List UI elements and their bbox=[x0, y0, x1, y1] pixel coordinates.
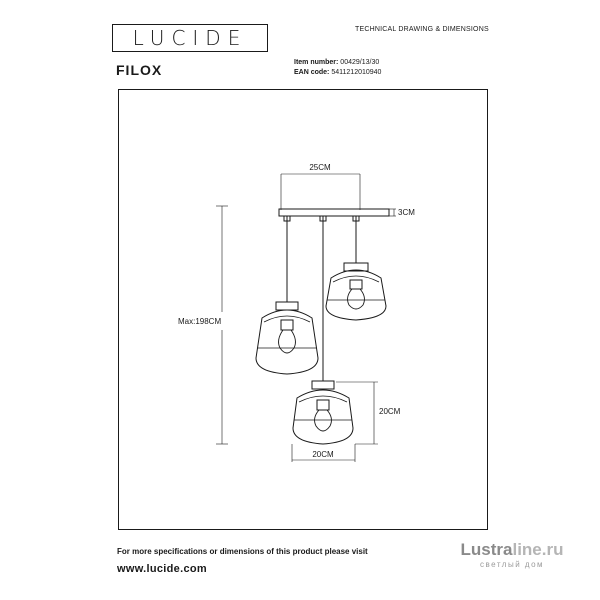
shade-height-label: 20CM bbox=[379, 407, 401, 416]
canopy-width-label: 25CM bbox=[309, 163, 331, 172]
max-height-dimension: Max:198CM bbox=[178, 205, 228, 445]
footer-url[interactable]: www.lucide.com bbox=[117, 563, 207, 575]
pendant-shade-left bbox=[255, 301, 319, 375]
product-meta: Item number: 00429/13/30 EAN code: 54112… bbox=[294, 58, 381, 78]
watermark-brand-part2: line.ru bbox=[512, 540, 564, 559]
item-number-label: Item number: bbox=[294, 59, 339, 66]
ceiling-canopy bbox=[278, 208, 390, 217]
max-height-label: Max:198CM bbox=[178, 317, 221, 326]
canopy-height-label: 3CM bbox=[398, 208, 415, 217]
cable-grip-left bbox=[283, 215, 291, 222]
ean-value: 5411212010940 bbox=[331, 69, 382, 76]
product-name: FILOX bbox=[116, 62, 163, 78]
shade-width-dimension: 20CM bbox=[291, 444, 356, 462]
item-number-value: 00429/13/30 bbox=[340, 59, 380, 66]
doc-type-label: TECHNICAL DRAWING & DIMENSIONS bbox=[355, 26, 489, 33]
cable-grip-right bbox=[352, 215, 360, 222]
brand-logo: LUCIDE bbox=[112, 24, 268, 52]
canopy-height-dimension: 3CM bbox=[389, 208, 415, 217]
watermark-brand: Lustraline.ru bbox=[442, 540, 582, 560]
ean-row: EAN code: 5411212010940 bbox=[294, 68, 381, 78]
footer-note: For more specifications or dimensions of… bbox=[117, 547, 368, 556]
watermark-subtitle: светлый дом bbox=[479, 560, 545, 569]
cable-grip-center bbox=[319, 215, 327, 222]
watermark: Lustraline.ru светлый дом bbox=[442, 540, 582, 569]
drawing-frame bbox=[118, 89, 488, 530]
shade-height-dimension: 20CM bbox=[336, 381, 401, 445]
canopy-width-dimension: 25CM bbox=[280, 163, 361, 210]
pendant-shade-right bbox=[325, 262, 387, 321]
pendant-shade-center bbox=[292, 380, 354, 445]
watermark-brand-part1: Lustra bbox=[460, 540, 513, 559]
ean-label: EAN code: bbox=[294, 69, 330, 76]
item-number-row: Item number: 00429/13/30 bbox=[294, 58, 381, 68]
shade-width-label: 20CM bbox=[312, 450, 334, 459]
